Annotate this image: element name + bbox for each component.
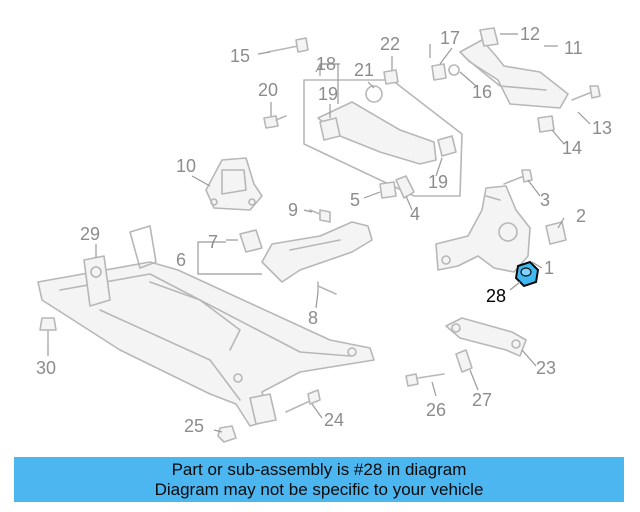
bolt-24-drawing [285,389,321,413]
callout-20: 20 [258,80,278,100]
callout-13: 13 [592,118,612,138]
callout-18: 18 [316,54,336,74]
parts-diagram: 1 2 3 4 5 6 7 8 9 10 11 12 13 14 15 16 1… [36,24,612,443]
callout-5: 5 [350,190,360,210]
callout-14: 14 [562,138,582,158]
upper-arm-group-18-drawing [303,69,463,197]
callout-19a: 19 [318,84,338,104]
callout-26: 26 [426,400,446,420]
callout-15: 15 [230,46,250,66]
callout-27: 27 [472,390,492,410]
callout-25: 25 [184,416,204,436]
callouts: 1 2 3 4 5 6 7 8 9 10 11 12 13 14 15 16 1… [36,24,612,436]
banner-line-2: Diagram may not be specific to your vehi… [154,480,484,499]
bush-5-drawing [379,181,397,199]
info-banner: Part or sub-assembly is #28 in diagram D… [14,457,624,502]
banner-line-1: Part or sub-assembly is #28 in diagram [171,460,467,479]
bracket-4-drawing [395,175,415,199]
callout-2: 2 [576,206,586,226]
callout-6: 6 [176,250,186,270]
callout-3: 3 [540,190,550,210]
rear-arm-11-drawing [431,27,569,109]
callout-10: 10 [176,156,196,176]
callout-21: 21 [354,60,374,80]
bracket-27-drawing [455,349,473,373]
callout-17: 17 [440,28,460,48]
callout-16: 16 [472,82,492,102]
callout-30: 30 [36,358,56,378]
bolt-3-drawing [503,169,533,185]
callout-9: 9 [288,200,298,220]
callout-23: 23 [536,358,556,378]
knuckle-1-drawing [435,185,531,273]
callout-1: 1 [544,258,554,278]
bush-2-drawing [545,221,567,245]
bolt-8-drawing [317,281,337,295]
callout-19b: 19 [428,172,448,192]
bracket-10-drawing [205,157,263,211]
lower-arm-6-drawing [239,221,373,283]
callout-28-highlighted: 28 [486,286,506,306]
nut-25-drawing [217,425,237,443]
link-23-drawing [445,317,527,357]
callout-8: 8 [308,308,318,328]
callout-22: 22 [380,34,400,54]
bolt-13-drawing [571,85,601,101]
callout-24: 24 [324,410,344,430]
bush-14-drawing [537,115,555,133]
leader-lines [47,33,591,433]
bolt-20-drawing [263,115,287,129]
callout-7: 7 [208,232,218,252]
bolt-9-drawing [309,209,331,223]
callout-4: 4 [410,204,420,224]
bolt-26-drawing [405,373,445,387]
callout-29: 29 [80,224,100,244]
callout-12: 12 [520,24,540,44]
subframe-drawing [37,225,375,427]
bolt-15-drawing [267,37,309,53]
callout-11: 11 [564,38,583,58]
bolt-30-drawing [39,317,57,347]
bush-28-highlighted [514,260,540,288]
